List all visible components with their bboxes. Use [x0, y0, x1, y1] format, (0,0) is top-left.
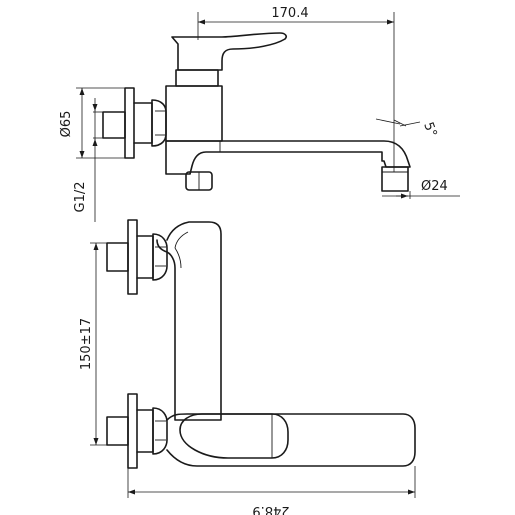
lever-front [179, 413, 289, 459]
label-thread: G1/2 [73, 182, 88, 213]
lever-handle [171, 32, 287, 71]
label-total-length: 248.9 [252, 503, 289, 515]
cartridge-cap [175, 69, 219, 87]
front-view [106, 219, 416, 469]
label-flange-diameter: Ø65 [59, 111, 74, 138]
dimension-top-length: 170.4 [197, 6, 395, 172]
wall-flange [124, 87, 135, 159]
label-spout-diameter: Ø24 [421, 179, 448, 194]
aerator [381, 166, 409, 192]
dimension-center-distance: 150±17 [79, 242, 107, 446]
nut-collar [151, 99, 167, 147]
hex-nut [133, 102, 153, 144]
spout-front [166, 413, 416, 467]
dimension-total-length: 248.9 [127, 466, 416, 515]
dimension-angle: 5° [375, 118, 439, 139]
label-angle: 5° [420, 120, 439, 139]
upper-nut [136, 235, 154, 279]
label-center-distance: 150±17 [79, 318, 94, 370]
upper-collar [152, 233, 168, 281]
upper-flange [127, 219, 138, 295]
wall-stub [102, 111, 126, 139]
side-view [102, 32, 411, 192]
upper-stub [106, 242, 129, 272]
lower-nut [136, 409, 154, 453]
dimension-flange-diameter: Ø65 [59, 87, 125, 159]
vertical-body [156, 221, 222, 421]
label-top-length: 170.4 [271, 6, 308, 21]
lower-collar [152, 407, 168, 455]
lower-flange [127, 393, 138, 469]
dimension-thread: G1/2 [73, 98, 103, 222]
valve-body [165, 85, 223, 142]
spout [165, 140, 411, 175]
lower-stub [106, 416, 129, 446]
dimension-spout-diameter: Ø24 [382, 179, 460, 199]
